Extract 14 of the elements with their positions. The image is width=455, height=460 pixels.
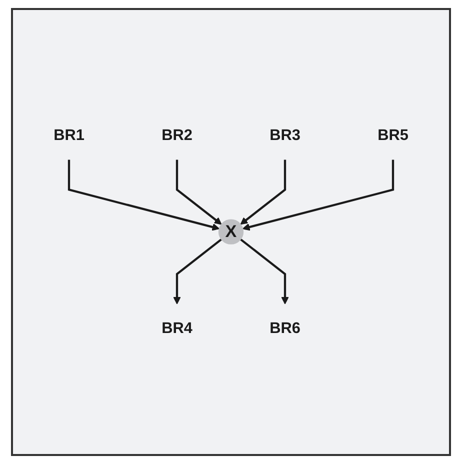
node-text: BR1 bbox=[54, 126, 84, 144]
arrow bbox=[240, 238, 289, 304]
arrow bbox=[242, 160, 394, 231]
node-text: BR2 bbox=[162, 126, 192, 144]
node-text: BR6 bbox=[270, 320, 300, 337]
node-circle bbox=[218, 219, 244, 245]
arrow bbox=[173, 238, 222, 304]
diagram-panel: BR1 BR2 BR3 BR5 X BR4 BR6 bbox=[11, 8, 451, 456]
node-text: BR5 bbox=[378, 126, 408, 144]
node-text: BR3 bbox=[270, 126, 300, 144]
arrow bbox=[240, 160, 286, 225]
arrow bbox=[176, 160, 222, 225]
node-text: BR4 bbox=[162, 320, 192, 337]
arrow bbox=[68, 160, 220, 231]
